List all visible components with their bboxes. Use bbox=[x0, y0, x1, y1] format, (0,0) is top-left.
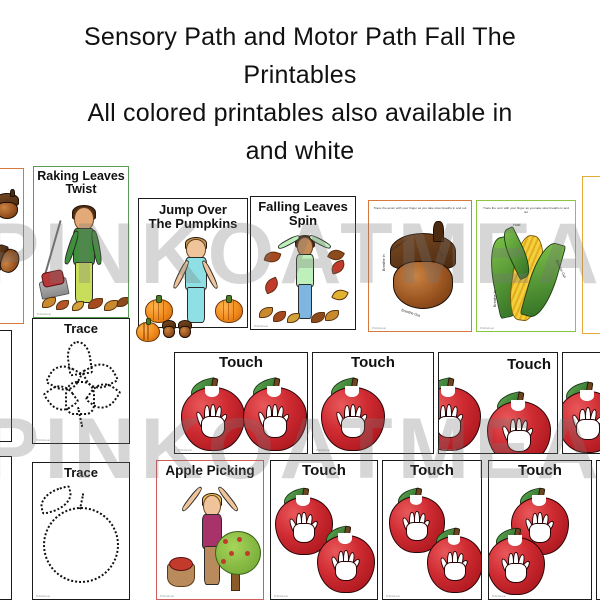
card-apple-picking: Apple Picking PinkOatmeal bbox=[156, 460, 264, 600]
label-breathe-in: Breathe In bbox=[493, 290, 497, 307]
touch-card-2: Touch PinkOatmeal bbox=[312, 352, 434, 454]
touch-card-5: Touch PinkOatmeal bbox=[270, 460, 378, 600]
card-partial-left-upper bbox=[0, 330, 12, 442]
card-partial-left-lower bbox=[0, 456, 12, 600]
card-credit: PinkOatmeal bbox=[492, 595, 506, 598]
illustration-child-spinning bbox=[276, 233, 332, 320]
card-credit: PinkOatmeal bbox=[36, 595, 50, 598]
card-raking-leaves-twist: Raking Leaves Twist PinkOatmeal bbox=[33, 166, 129, 318]
apple-touch bbox=[563, 381, 600, 453]
touch-card-1: Touch PinkOatmeal bbox=[174, 352, 308, 454]
acorn-decoration-1 bbox=[162, 320, 176, 338]
apple-touch bbox=[317, 525, 375, 593]
label-hold: Hold bbox=[513, 223, 521, 227]
title-line-2: Printables bbox=[243, 61, 357, 89]
page-title: Sensory Path and Motor Path Fall The Pri… bbox=[0, 18, 600, 170]
touch-card-8-partial bbox=[596, 460, 600, 600]
card-credit: PinkOatmeal bbox=[274, 595, 288, 598]
card-acorn-breathing: Trace the acorn with your finger as you … bbox=[368, 200, 472, 332]
card-corn-breathing: Trace the corn with your finger as you t… bbox=[476, 200, 576, 332]
card-credit: PinkOatmeal bbox=[254, 325, 268, 328]
card-title-line-1: Raking Leaves bbox=[37, 169, 125, 183]
apple-touch bbox=[489, 527, 545, 595]
card-title-line-2: The Pumpkins bbox=[148, 215, 238, 231]
apple-touch bbox=[181, 377, 245, 451]
illustration-corn bbox=[484, 225, 567, 325]
card-title: Touch bbox=[507, 356, 551, 373]
card-title-line-2: Twist bbox=[65, 182, 97, 197]
breathing-instruction: Trace the acorn with your finger as you … bbox=[373, 206, 467, 211]
card-title-line-2: Spin bbox=[288, 212, 318, 228]
card-credit: PinkOatmeal bbox=[37, 313, 51, 316]
apple-touch bbox=[487, 391, 551, 453]
card-title: Touch bbox=[351, 354, 395, 371]
card-title: Apple Picking bbox=[165, 463, 255, 478]
apple-touch bbox=[439, 377, 481, 451]
card-credit: PinkOatmeal bbox=[160, 595, 174, 598]
illustration-girl-picking bbox=[180, 485, 240, 586]
card-credit: PinkOatmeal bbox=[316, 449, 330, 452]
illustration-child-jumping bbox=[171, 237, 220, 324]
card-title: Trace bbox=[64, 321, 98, 336]
label-breathe-out-2: Breathe Out bbox=[400, 308, 421, 318]
card-credit: PinkOatmeal bbox=[442, 449, 456, 452]
card-trace-apple: Trace PinkOatmeal bbox=[32, 462, 130, 600]
illustration-boy-raking bbox=[62, 205, 104, 304]
card-acorn-partial-left bbox=[0, 168, 24, 324]
apple-touch bbox=[427, 527, 481, 593]
pumpkin-decoration bbox=[136, 318, 160, 342]
touch-card-6: Touch PinkOatmeal bbox=[382, 460, 482, 600]
card-credit: PinkOatmeal bbox=[386, 595, 400, 598]
pumpkin-right bbox=[215, 295, 243, 323]
acorn-decoration-2 bbox=[178, 320, 192, 338]
card-title-line-1: Falling Leaves bbox=[258, 199, 348, 214]
card-jump-over-pumpkins: Jump Over The Pumpkins PinkOatmeal bbox=[138, 198, 248, 328]
apple-touch bbox=[275, 487, 333, 555]
card-credit: PinkOatmeal bbox=[36, 439, 50, 442]
touch-card-4-partial bbox=[562, 352, 600, 454]
title-line-3: All colored printables also available in bbox=[87, 99, 513, 127]
card-title-line-1: Jump Over bbox=[159, 202, 227, 217]
card-title: Touch bbox=[410, 462, 454, 479]
basket-apples bbox=[169, 557, 193, 571]
touch-card-3: Touch PinkOatmeal bbox=[438, 352, 558, 454]
label-breathe-in: Breathe In bbox=[382, 254, 386, 271]
apple-touch bbox=[243, 377, 307, 451]
card-title: Trace bbox=[64, 465, 98, 480]
breathing-instruction: Trace the corn with your finger as you t… bbox=[483, 206, 569, 215]
illustration-acorn bbox=[389, 221, 456, 309]
card-title: Touch bbox=[302, 462, 346, 479]
card-credit: PinkOatmeal bbox=[372, 327, 386, 330]
card-falling-leaves-spin: Falling Leaves Spin PinkOatmeal bbox=[250, 196, 356, 330]
card-partial-right-gold bbox=[582, 176, 600, 334]
title-line-4: and white bbox=[245, 137, 355, 165]
card-title: Touch bbox=[518, 462, 562, 479]
card-trace-leaf: Trace PinkOatmeal bbox=[32, 318, 130, 444]
card-credit: PinkOatmeal bbox=[178, 449, 192, 452]
title-line-1: Sensory Path and Motor Path Fall The bbox=[84, 23, 516, 51]
pumpkin-left bbox=[145, 295, 173, 323]
card-credit: PinkOatmeal bbox=[480, 327, 494, 330]
apple-touch bbox=[321, 377, 385, 451]
touch-card-7: Touch PinkOatmeal bbox=[488, 460, 592, 600]
card-title: Touch bbox=[219, 354, 263, 371]
